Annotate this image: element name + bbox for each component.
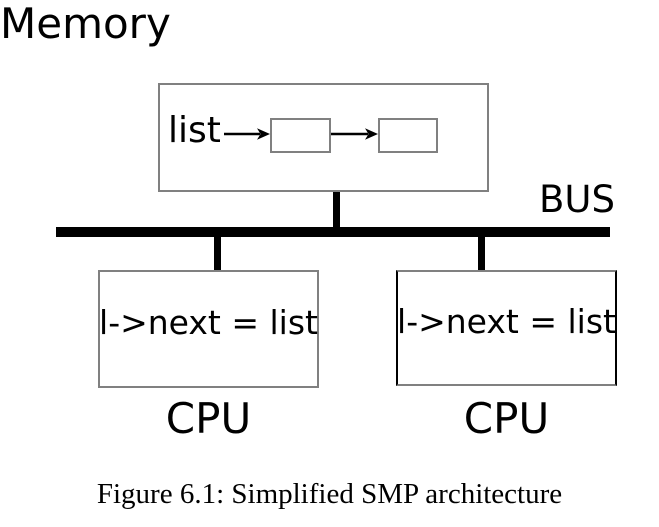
cpu-code: l->next = list (397, 301, 616, 341)
cpu1-bus-connector (214, 236, 221, 270)
list-node-box (378, 118, 438, 153)
arrow-right-icon (224, 128, 270, 140)
cpu-box: l->next = list (98, 270, 319, 388)
bus-line (56, 227, 610, 237)
memory-label: Memory (0, 0, 171, 48)
arrow-right-icon (331, 128, 378, 140)
bus-label: BUS (539, 178, 615, 221)
cpu2-bus-connector (478, 236, 485, 270)
list-pointer-label: list (168, 110, 221, 151)
cpu-label: CPU (463, 394, 550, 443)
figure-caption: Figure 6.1: Simplified SMP architecture (96, 478, 563, 510)
arrow-head (257, 128, 270, 140)
cpu-label: CPU (165, 394, 252, 443)
list-node-box (270, 118, 331, 153)
cpu-box: l->next = list (396, 270, 617, 386)
arrow-head (365, 128, 378, 140)
memory-bus-connector (333, 192, 340, 227)
cpu-code: l->next = list (99, 302, 318, 342)
